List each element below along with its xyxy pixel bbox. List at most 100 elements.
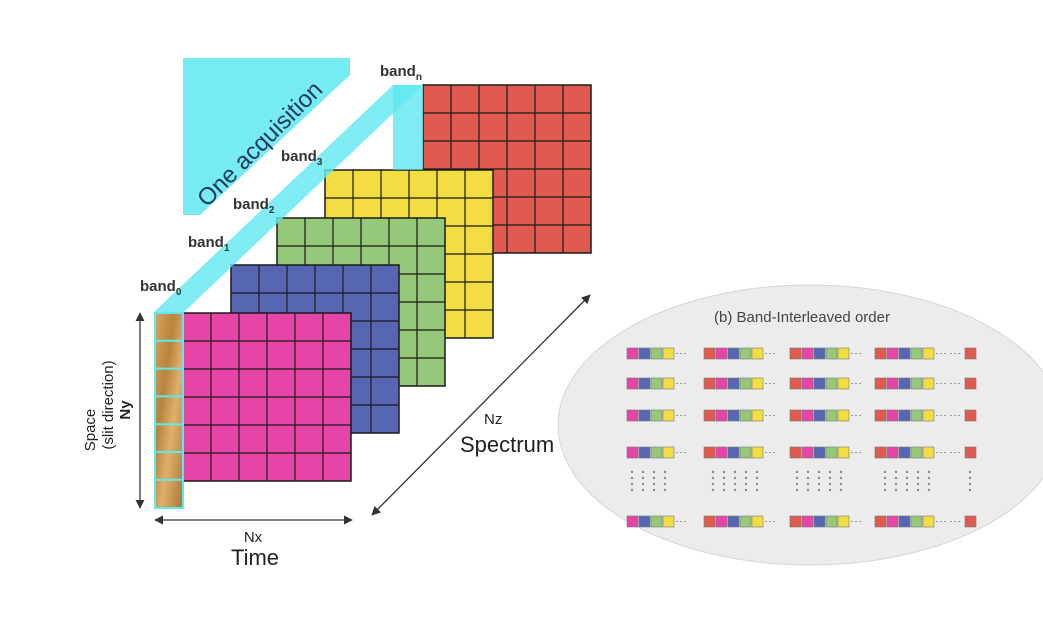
ellipsis-dot [722, 488, 726, 492]
inset-row [626, 347, 977, 360]
inset-swatch [739, 377, 752, 390]
inset-swatch [825, 347, 838, 360]
inset-swatch [751, 377, 764, 390]
inset-swatch [837, 347, 850, 360]
inset-swatch [727, 446, 740, 459]
ellipsis-dot [883, 470, 887, 474]
inset-swatch [874, 446, 887, 459]
inset-swatch [727, 409, 740, 422]
inset-swatch [662, 446, 675, 459]
inset-swatch [662, 409, 675, 422]
slit-direction-label: (slit direction) [100, 360, 117, 449]
time-label: Time [231, 545, 279, 570]
inset-swatch [638, 515, 651, 528]
ellipsis-dot [755, 488, 759, 492]
ellipsis-dot [927, 470, 931, 474]
inset-swatch [837, 377, 850, 390]
inset-swatch [964, 446, 977, 459]
ellipsis-dot [733, 476, 737, 480]
inset-swatch [789, 347, 802, 360]
band-label-3: band3 [281, 148, 323, 168]
ellipsis-dot [652, 488, 656, 492]
ellipsis-dot [839, 476, 843, 480]
ellipsis-dot [652, 482, 656, 486]
inset-swatch [727, 515, 740, 528]
band-label-1: band1 [188, 234, 230, 254]
ellipsis-dot [630, 488, 634, 492]
inset-swatch [703, 409, 716, 422]
inset-swatch [825, 377, 838, 390]
ellipsis-dot [795, 482, 799, 486]
ellipsis-dot [968, 470, 972, 474]
inset-swatch [626, 377, 639, 390]
inset-swatch [650, 377, 663, 390]
inset-swatch [626, 446, 639, 459]
inset-swatch [898, 409, 911, 422]
ellipsis-dot [663, 488, 667, 492]
inset-swatch [650, 446, 663, 459]
inset-swatch [886, 347, 899, 360]
inset-swatch [626, 515, 639, 528]
inset-swatch [638, 377, 651, 390]
inset-swatch [874, 347, 887, 360]
ny-label: Ny [117, 400, 134, 420]
ellipsis-dot [883, 482, 887, 486]
ellipsis-dot [641, 470, 645, 474]
spectrum-label: Spectrum [460, 432, 554, 457]
ellipsis-dot [795, 476, 799, 480]
nz-label: Nz [484, 411, 502, 428]
ellipsis-dot [711, 476, 715, 480]
inset-swatch [703, 377, 716, 390]
inset-swatch [789, 409, 802, 422]
acquisition-column-grid [155, 339, 183, 481]
inset-swatch [715, 377, 728, 390]
ellipsis-dot [817, 476, 821, 480]
ellipsis-dot [755, 476, 759, 480]
ellipsis-dot [905, 470, 909, 474]
ellipsis-dot [968, 488, 972, 492]
inset-swatch [874, 377, 887, 390]
ellipsis-dot [916, 482, 920, 486]
inset-swatch [910, 347, 923, 360]
nx-label: Nx [244, 529, 263, 546]
inset-swatch [898, 515, 911, 528]
inset-swatch [727, 347, 740, 360]
inset-swatch [751, 515, 764, 528]
ellipsis-dot [968, 482, 972, 486]
inset-swatch [751, 446, 764, 459]
band-label-0: band0 [140, 278, 182, 298]
inset-swatch [789, 515, 802, 528]
inset-swatch [801, 515, 814, 528]
inset-swatch [801, 377, 814, 390]
inset-swatch [837, 409, 850, 422]
ellipsis-dot [927, 476, 931, 480]
inset-swatch [813, 409, 826, 422]
inset-swatch [739, 515, 752, 528]
ellipsis-dot [828, 470, 832, 474]
inset-swatch [910, 515, 923, 528]
ellipsis-dot [883, 488, 887, 492]
inset-row [626, 515, 977, 528]
ellipsis-dot [806, 482, 810, 486]
ellipsis-dot [641, 482, 645, 486]
inset-swatch [801, 409, 814, 422]
ellipsis-dot [744, 470, 748, 474]
inset-swatch [638, 409, 651, 422]
inset-swatch [922, 347, 935, 360]
ellipsis-dot [652, 470, 656, 474]
inset-swatch [626, 347, 639, 360]
inset-swatch [813, 515, 826, 528]
ellipsis-dot [894, 476, 898, 480]
ellipsis-dot [755, 482, 759, 486]
band-interleaved-inset: (b) Band-Interleaved order [557, 284, 1043, 566]
ellipsis-dot [755, 470, 759, 474]
inset-swatch [662, 515, 675, 528]
inset-swatch [727, 377, 740, 390]
inset-swatch [801, 446, 814, 459]
ellipsis-dot [828, 482, 832, 486]
inset-swatch [874, 409, 887, 422]
band-layers [182, 84, 592, 482]
ellipsis-dot [916, 470, 920, 474]
inset-rows [626, 347, 977, 528]
